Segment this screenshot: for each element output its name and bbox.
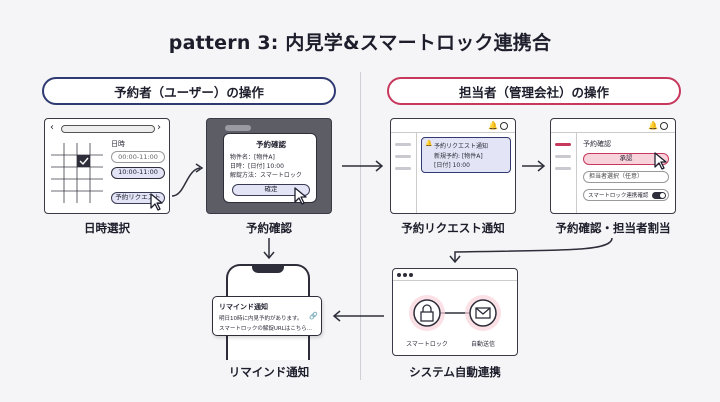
cursor-icon <box>150 193 163 211</box>
page-title: pattern 3: 内見学&スマートロック連携合 <box>168 32 552 54</box>
calendar-window: ‹ › 日時 00:00-11:00 10:00-11:00 予約リクエスト <box>44 118 170 214</box>
bell-icon[interactable]: 🔔 <box>488 121 498 130</box>
system-window: スマートロック 自動送信 <box>392 268 518 356</box>
user-section-header: 予約者（ユーザー）の操作 <box>42 77 336 105</box>
confirm-line-2: 日時：[日付] 10:00 <box>230 163 284 170</box>
confirm-line-1: 物件名：[物件A] <box>230 154 275 161</box>
bell-icon[interactable]: 🔔 <box>648 121 658 130</box>
prev-month-icon[interactable]: ‹ <box>50 122 54 133</box>
caption-datetime: 日時選択 <box>84 221 130 235</box>
assign-title: 予約確認 <box>583 140 611 148</box>
reminder-card[interactable]: リマインド通知 明日10時に内見予約があります。 スマートロックの解錠URLはこ… <box>212 296 322 336</box>
confirm-window-topbar <box>225 125 251 131</box>
confirm-button[interactable]: 確定 <box>232 184 310 196</box>
avatar[interactable] <box>660 122 668 130</box>
notification-title: 予約リクエスト通知 <box>434 143 489 150</box>
calendar-grid-lines <box>51 143 103 203</box>
caption-assign: 予約確認・担当者割当 <box>555 221 671 235</box>
notification-line-1: 新規予約: [物件A] <box>434 153 483 160</box>
time-slot-1[interactable]: 00:00-11:00 <box>111 151 165 163</box>
confirm-line-3: 解錠方法：スマートロック <box>230 172 302 179</box>
confirm-modal: 予約確認 物件名：[物件A] 日時：[日付] 10:00 解錠方法：スマートロッ… <box>223 133 317 203</box>
approve-button[interactable]: 承認 <box>583 153 669 165</box>
notification-card[interactable]: 🔔 予約リクエスト通知 新規予約: [物件A] [日付] 10:00 <box>421 137 511 173</box>
sidebar-item <box>395 155 411 158</box>
sidebar-item <box>555 155 571 158</box>
caption-reminder: リマインド通知 <box>228 365 310 379</box>
mail-label: 自動送信 <box>470 341 495 348</box>
section-divider <box>360 72 361 380</box>
toggle-row: スマートロック連携確認 <box>583 189 669 201</box>
sidebar-item <box>555 167 571 170</box>
notification-window: 🔔 🔔 予約リクエスト通知 新規予約: [物件A] [日付] 10:00 <box>390 118 516 214</box>
system-topbar <box>393 269 517 281</box>
assign-sidebar <box>551 133 577 213</box>
sidebar-item <box>395 143 411 146</box>
reminder-title: リマインド通知 <box>219 303 268 311</box>
cursor-icon-3 <box>654 152 667 170</box>
link-icon[interactable]: 🔗 <box>309 312 318 320</box>
check-icon <box>79 157 89 166</box>
staff-select[interactable]: 担当者選択（任意） <box>583 171 669 183</box>
sidebar-item <box>395 167 411 170</box>
confirm-modal-title: 予約確認 <box>256 140 286 149</box>
next-month-icon[interactable]: › <box>157 122 161 133</box>
notification-line-2: [日付] 10:00 <box>434 162 470 169</box>
notification-topbar <box>391 119 515 133</box>
reminder-line-2: スマートロックの解錠URLはこちら... <box>219 326 312 332</box>
notification-bell-icon: 🔔 <box>425 140 433 147</box>
system-diagram <box>409 295 501 331</box>
reminder-line-1: 明日10時に内見予約があります。 <box>219 316 303 322</box>
smartlock-toggle[interactable] <box>652 192 666 199</box>
sidebar <box>391 133 417 213</box>
lock-label: スマートロック <box>406 341 448 348</box>
caption-system: システム自動連携 <box>409 365 501 379</box>
cursor-icon-2 <box>294 187 307 205</box>
assign-topbar <box>551 119 675 133</box>
selected-day-cell <box>77 155 90 167</box>
manager-section-header: 担当者（管理会社）の操作 <box>387 77 681 105</box>
lock-icon <box>420 311 434 322</box>
time-slot-2[interactable]: 10:00-11:00 <box>111 167 165 179</box>
mail-icon <box>475 307 491 319</box>
calendar-header-bar <box>61 125 155 133</box>
calendar-grid[interactable] <box>51 143 103 203</box>
date-label: 日時 <box>111 140 125 148</box>
phone-notch <box>252 265 284 273</box>
confirm-window: 予約確認 物件名：[物件A] 日時：[日付] 10:00 解錠方法：スマートロッ… <box>206 118 332 214</box>
sidebar-item <box>555 143 571 146</box>
toggle-label: スマートロック連携確認 <box>588 193 649 199</box>
avatar[interactable] <box>500 122 508 130</box>
caption-confirm: 予約確認 <box>246 221 292 235</box>
caption-request-notice: 予約リクエスト通知 <box>401 221 505 235</box>
